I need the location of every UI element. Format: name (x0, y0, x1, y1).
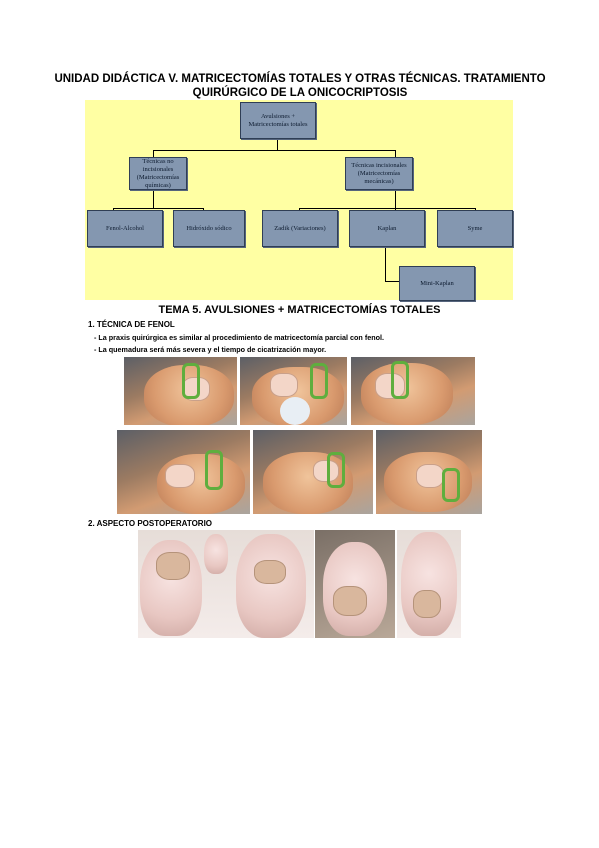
postop-photo-2 (228, 530, 314, 638)
connector (153, 150, 395, 151)
technique-tree-diagram: Avulsiones + Matricectomías totales Técn… (85, 100, 513, 301)
node-kaplan: Kaplan (349, 210, 425, 247)
surgery-photo-5 (253, 430, 373, 514)
connector (153, 150, 154, 157)
connector (475, 208, 476, 210)
connector (203, 208, 204, 210)
postop-photo-1 (138, 530, 228, 638)
surgery-photo-4 (117, 430, 250, 514)
connector (385, 246, 386, 281)
connector (395, 208, 396, 210)
page-title-line-1: UNIDAD DIDÁCTICA V. MATRICECTOMÍAS TOTAL… (54, 73, 546, 85)
heading-aspecto-postoperatorio: 2. ASPECTO POSTOPERATORIO (88, 519, 213, 528)
heading-tecnica-fenol: 1. TÉCNICA DE FENOL (88, 320, 175, 329)
connector (113, 208, 203, 209)
node-fenol-alcohol: Fenol-Alcohol (87, 210, 163, 247)
connector (385, 281, 399, 282)
connector (153, 188, 154, 208)
surgery-photo-3 (351, 357, 475, 425)
connector (395, 188, 396, 208)
node-mini-kaplan: Mini-Kaplan (399, 266, 475, 301)
page-title-line-2: QUIRÚRGICO DE LA ONICOCRIPTOSIS (192, 87, 408, 99)
bullet-1: - La praxis quirúrgica es similar al pro… (94, 333, 384, 342)
connector (299, 208, 300, 210)
surgery-photo-2 (240, 357, 347, 425)
surgery-photo-6 (376, 430, 482, 514)
postop-photo-3 (315, 530, 395, 638)
postop-photo-4 (397, 530, 461, 638)
section-title: TEMA 5. AVULSIONES + MATRICECTOMÍAS TOTA… (158, 304, 441, 316)
node-no-incisionales: Técnicas no incisionales (Matricectomías… (129, 157, 187, 190)
node-hidroxido-sodico: Hidróxido sódico (173, 210, 245, 247)
connector (299, 208, 475, 209)
node-incisionales: Técnicas incisionales (Matricectomías me… (345, 157, 413, 190)
bullet-2: - La quemadura será más severa y el tiem… (94, 345, 327, 354)
connector (277, 138, 278, 150)
connector (113, 208, 114, 210)
connector (395, 150, 396, 157)
surgery-photo-1 (124, 357, 237, 425)
node-zadik: Zadik (Variaciones) (262, 210, 338, 247)
node-avulsiones: Avulsiones + Matricectomías totales (240, 102, 316, 139)
node-syme: Syme (437, 210, 513, 247)
